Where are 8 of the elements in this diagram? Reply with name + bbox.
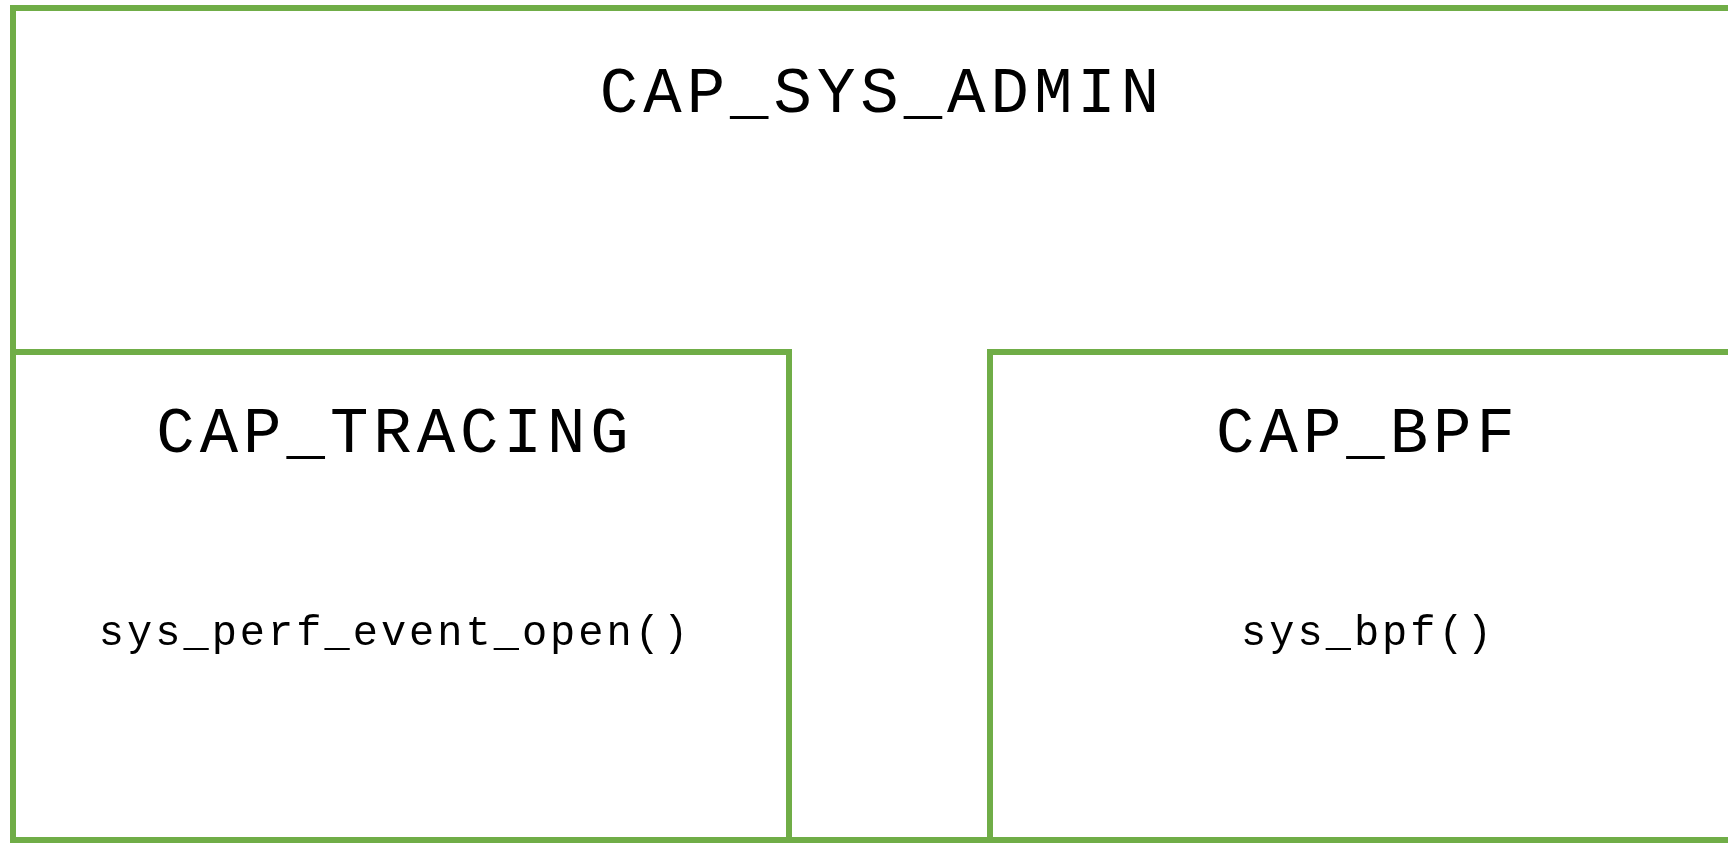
capability-box <box>16 349 792 837</box>
capability-box <box>987 349 1728 837</box>
syscall-name: sys_bpf() <box>1241 610 1495 658</box>
capability-name: CAP_SYS_ADMIN <box>599 59 1165 131</box>
group-box <box>10 5 1728 843</box>
syscall-name: sys_perf_event_open() <box>98 610 692 658</box>
capability-name: CAP_TRACING <box>156 399 634 471</box>
capability-name: CAP_BPF <box>1216 399 1520 471</box>
